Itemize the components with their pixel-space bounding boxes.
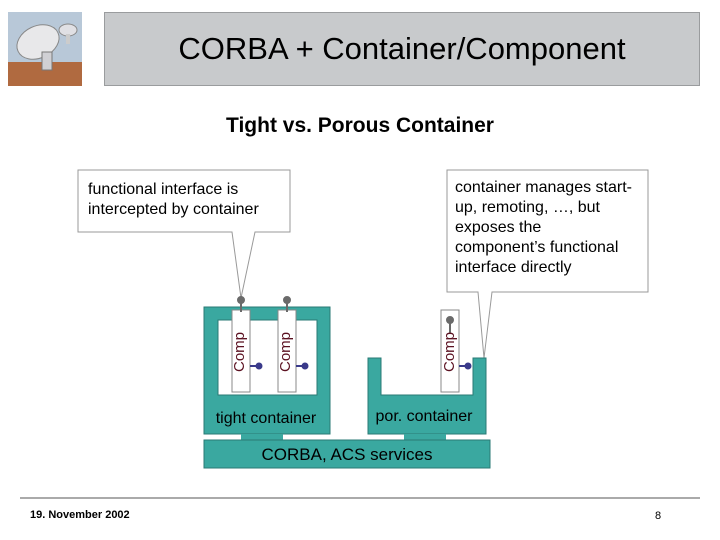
slide-subtitle: Tight vs. Porous Container (226, 114, 494, 137)
callout-functional-interface (77, 169, 291, 299)
radio-telescope-icon (8, 12, 82, 86)
services-label: CORBA, ACS services (261, 445, 433, 464)
services-bar (203, 439, 491, 469)
callout-1-text: functional interface is intercepted by c… (88, 181, 259, 218)
page-title: CORBA + Container/Component (178, 31, 626, 66)
callout-container-manages (446, 169, 649, 359)
interface-connectors (237, 296, 454, 334)
component-box-3 (440, 309, 460, 393)
porous-container-label: por. container (375, 408, 473, 425)
side-connectors (250, 362, 472, 370)
porous-connector (404, 434, 446, 440)
tight-connector (241, 434, 283, 440)
callout-2-text: container manages start-up, remoting, …,… (455, 179, 632, 276)
component-label-3: Comp (441, 332, 458, 373)
tight-container-label: tight container (215, 410, 317, 427)
component-label-1: Comp (231, 332, 248, 373)
footer-date: 19. November 2002 (30, 509, 130, 521)
title-bar (104, 12, 700, 86)
component-label-2: Comp (277, 332, 294, 373)
page-number: 8 (655, 510, 662, 522)
